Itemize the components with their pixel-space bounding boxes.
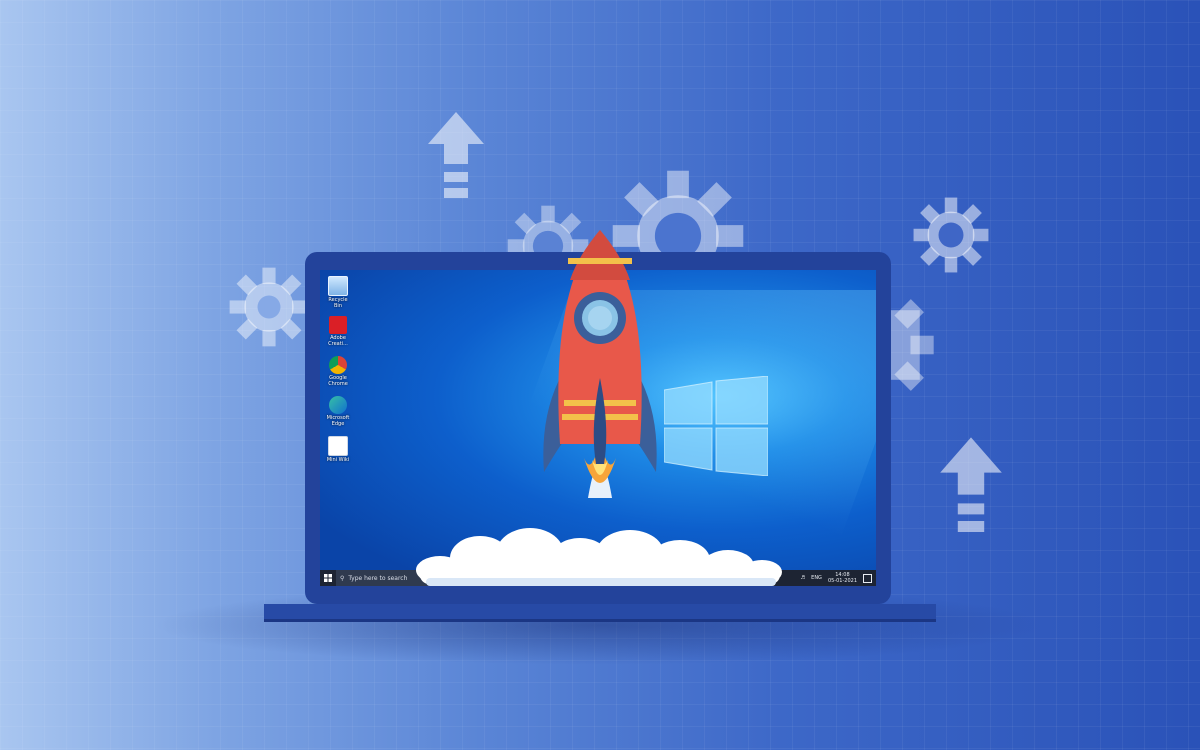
clock-date: 05-01-2021 — [827, 578, 857, 584]
desktop-icon-recycle-bin[interactable]: Recycle Bin — [324, 276, 352, 309]
rocket-illustration — [543, 230, 657, 498]
search-icon: ⚲ — [340, 574, 345, 582]
desktop-icon-label: Recycle Bin — [328, 297, 348, 309]
desktop-icon-label: Adobe Creati... — [328, 335, 348, 347]
windows-logo-icon — [664, 376, 768, 476]
smoke-clouds — [416, 528, 782, 586]
clock-time: 14:08 — [835, 572, 850, 578]
adobe-creative-cloud-icon — [329, 316, 347, 334]
notification-icon[interactable] — [863, 573, 872, 583]
gear-icon — [229, 267, 309, 347]
upload-arrow-icon — [428, 112, 484, 198]
chrome-icon — [329, 356, 347, 374]
recycle-bin-icon — [328, 276, 348, 296]
system-tray: ♬ ENG 14:08 05-01-2021 — [801, 570, 872, 586]
windows-start-icon — [324, 574, 332, 582]
speaker-icon[interactable]: ♬ — [800, 575, 806, 581]
desktop-icon-label: Microsoft Edge — [326, 415, 350, 427]
laptop-base — [264, 604, 936, 622]
search-placeholder: Type here to search — [348, 574, 408, 582]
start-button[interactable] — [320, 570, 336, 586]
desktop-icon-label: Mini Wiki — [326, 457, 350, 463]
upload-arrow-icon — [940, 437, 1002, 532]
taskbar-search-box[interactable]: ⚲ Type here to search — [336, 570, 436, 586]
desktop-icon-google-chrome[interactable]: Google Chrome — [324, 356, 352, 387]
app-icon — [328, 436, 348, 456]
gear-icon — [913, 197, 989, 273]
desktop-icon-microsoft-edge[interactable]: Microsoft Edge — [324, 396, 352, 427]
desktop-icon-adobe-creative-cloud[interactable]: Adobe Creati... — [324, 316, 352, 347]
taskbar-clock[interactable]: 14:08 05-01-2021 — [828, 572, 857, 584]
language-indicator[interactable]: ENG — [811, 575, 822, 581]
desktop-icon-app[interactable]: Mini Wiki — [324, 436, 352, 463]
desktop-icon-label: Google Chrome — [328, 375, 348, 387]
gear-icon — [889, 299, 934, 391]
edge-icon — [329, 396, 347, 414]
